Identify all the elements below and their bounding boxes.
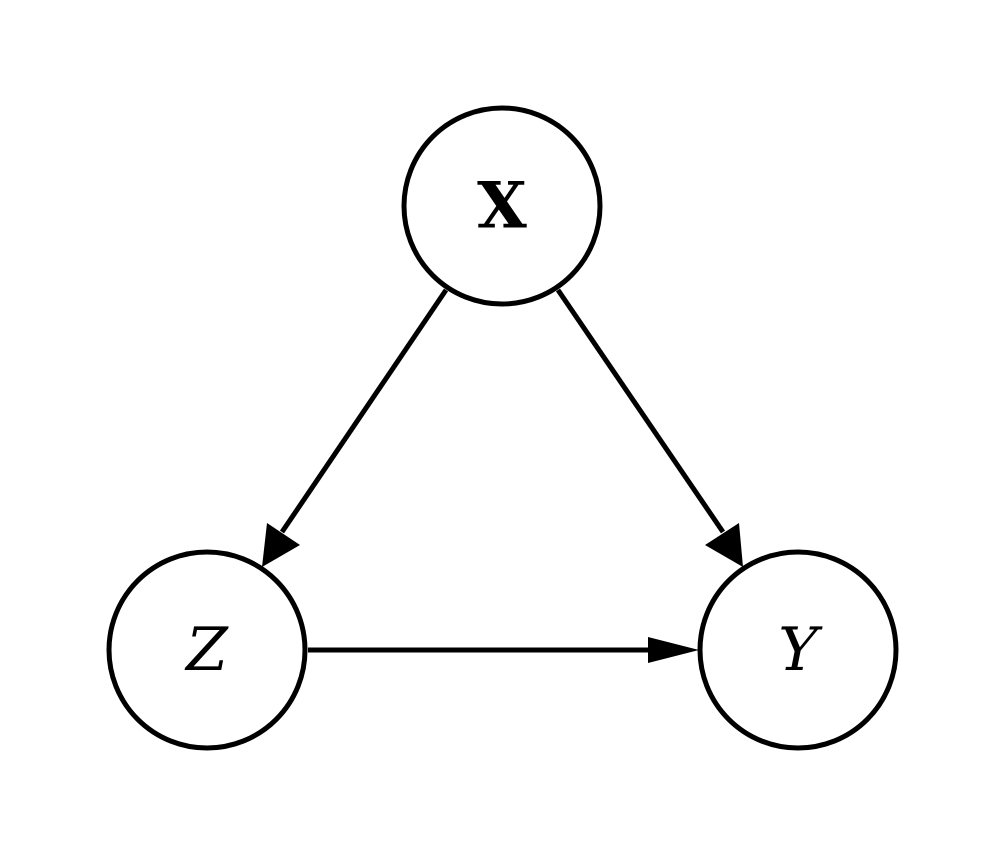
edge-x-to-z-line xyxy=(279,288,449,534)
edge-x-to-y-arrowhead xyxy=(705,523,743,567)
node-y-label: Y xyxy=(778,615,823,685)
edge-z-to-y-arrowhead xyxy=(648,637,699,663)
node-z-circle xyxy=(106,549,308,751)
node-x: X xyxy=(401,105,603,307)
node-y-circle xyxy=(697,549,899,751)
node-x-circle xyxy=(401,105,603,307)
node-x-label: X xyxy=(477,169,527,244)
edge-x-to-y xyxy=(555,288,743,567)
node-z-label: Z xyxy=(184,615,229,685)
node-y: Y xyxy=(697,549,899,751)
edge-x-to-y-line xyxy=(555,288,726,534)
edge-x-to-z xyxy=(262,288,449,567)
node-z: Z xyxy=(106,549,308,751)
edge-z-to-y xyxy=(308,637,699,663)
edge-x-to-z-arrowhead xyxy=(262,523,300,567)
